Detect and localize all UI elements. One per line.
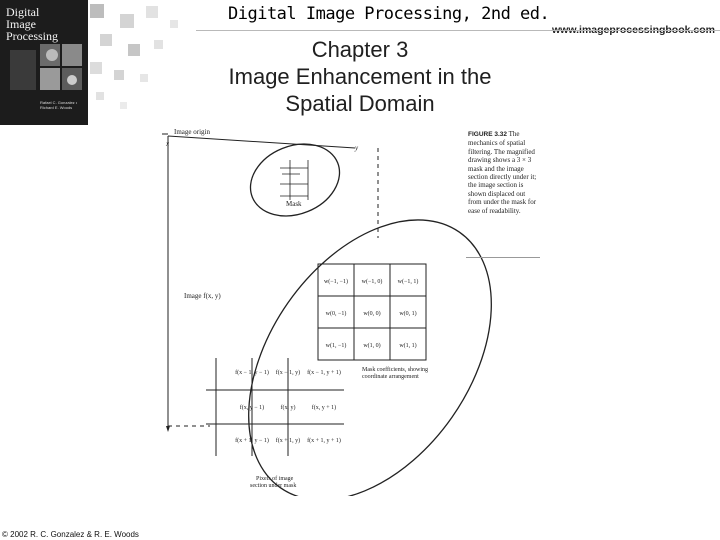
mask-cell: w(1, 0) [363,342,380,349]
mask-label: Mask [286,200,302,208]
image-cell: f(x + 1, y + 1) [307,437,341,444]
image-cell: f(x, y + 1) [312,404,336,411]
image-label: Image f(x, y) [184,292,221,300]
mask-cell: w(0, −1) [326,310,347,317]
image-cell: f(x − 1, y + 1) [307,369,341,376]
mask-cell: w(1, −1) [326,342,347,349]
pixels-label: section under mask [250,483,296,489]
mask-cell: w(−1, 1) [398,278,419,285]
cover-artwork [10,44,82,90]
mask-coefficient-grid [317,263,427,361]
image-cell: f(x − 1, y − 1) [235,369,269,376]
decorative-pixel-mosaic [86,0,198,130]
copyright-notice: © 2002 R. C. Gonzalez & R. E. Woods [2,530,139,539]
x-axis-label: x [165,140,170,148]
cover-title-line: Digital [6,5,40,19]
book-title-header: Digital Image Processing, 2nd ed. [228,4,550,24]
figure-caption-text: The mechanics of spatial filtering. The … [468,130,537,215]
small-mask-grid [280,160,309,200]
y-axis-label: y [354,144,359,152]
cover-title-line: Image [6,17,36,31]
image-cell: f(x, y) [281,404,296,411]
caption-divider [466,257,540,258]
cover-title-line: Processing [6,29,58,43]
mask-ellipse [249,143,341,217]
slide-title-line: Image Enhancement in the [228,64,492,89]
figure-caption: FIGURE 3.32 The mechanics of spatial fil… [468,130,540,215]
image-cell: f(x + 1, y) [276,437,300,444]
book-cover-title: Digital Image Processing [6,6,76,42]
slide-title-line: Chapter 3 [311,37,409,62]
x-axis-arrow [166,426,170,432]
slide-title: Chapter 3 Image Enhancement in the Spati… [180,36,540,117]
image-section-grid [206,358,344,456]
image-cell: f(x + 1, y − 1) [235,437,269,444]
magnified-ellipse [248,219,492,496]
mask-coefficients-label: coordinate arrangement [362,374,419,380]
mask-cell: w(−1, 0) [362,278,383,285]
header-divider [196,30,720,31]
mask-cell: w(1, 1) [399,342,416,349]
spatial-filtering-figure: Image origin x y Mask Image f(x, y) w(−1… [162,128,492,496]
image-cell: f(x, y − 1) [240,404,264,411]
book-cover-authors: Rafael C. Gonzalez • Richard E. Woods [40,100,78,110]
mask-cell: w(−1, −1) [324,278,348,285]
book-cover-image: Digital Image Processing Rafael C. Gonza… [0,0,88,125]
image-cell: f(x − 1, y) [276,369,300,376]
mask-cell: w(0, 0) [363,310,380,317]
image-origin-label: Image origin [174,128,210,136]
slide-title-line: Spatial Domain [285,91,435,116]
pixels-label: Pixels of image [256,475,294,482]
y-axis-line [167,135,356,149]
mask-coefficients-label: Mask coefficients, showing [362,366,428,373]
mask-cell: w(0, 1) [399,310,416,317]
figure-caption-label: FIGURE 3.32 [468,131,508,138]
